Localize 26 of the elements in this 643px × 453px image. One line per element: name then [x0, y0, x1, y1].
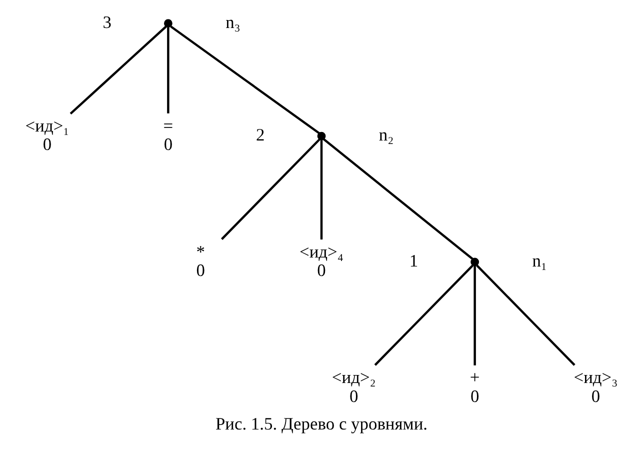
- node-label: 2: [256, 124, 265, 145]
- connector: [320, 140, 323, 240]
- node-circle: [164, 19, 172, 28]
- node-text: = 0: [163, 115, 174, 154]
- node-label: n₂: [378, 124, 394, 145]
- connector: [322, 138, 474, 260]
- connector: [170, 26, 320, 134]
- node-text: <ид>₂ 0: [332, 367, 376, 406]
- node-label: n₁: [532, 250, 548, 271]
- caption: Рис. 1.5. Дерево с уровнями.: [215, 413, 428, 434]
- connector: [70, 26, 167, 114]
- node-text: + 0: [470, 367, 480, 406]
- connector: [220, 138, 320, 240]
- node-label: 3: [102, 12, 112, 32]
- node-label: n₃: [226, 12, 240, 32]
- node-circle: [470, 258, 480, 266]
- connector: [374, 264, 474, 366]
- node-text: * 0: [196, 241, 205, 280]
- node-text: <ид>₄ 0: [300, 241, 344, 280]
- node-text: <ид>₁ 0: [25, 115, 70, 154]
- connector: [167, 27, 170, 114]
- node-circle: [317, 132, 326, 140]
- node-label: 1: [409, 250, 418, 271]
- connector: [474, 266, 476, 366]
- node-text: <ид>₃ 0: [574, 367, 618, 406]
- connector: [476, 264, 576, 366]
